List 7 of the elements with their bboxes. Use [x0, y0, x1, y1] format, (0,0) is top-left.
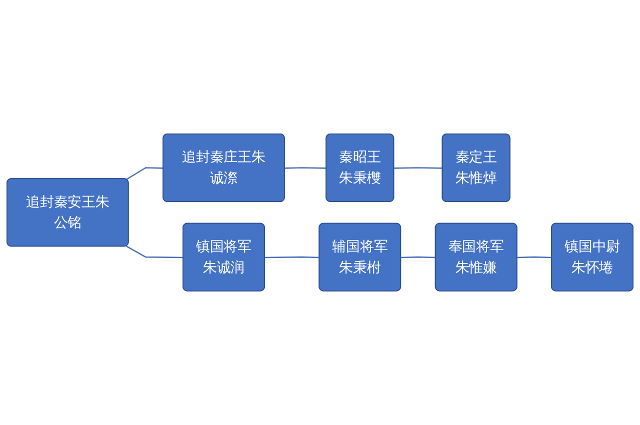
connector: [264, 256, 320, 258]
connector: [126, 167, 164, 180]
connector: [517, 256, 552, 258]
connector: [401, 256, 436, 258]
connector: [126, 246, 184, 258]
connector: [394, 167, 443, 169]
connector: [284, 167, 327, 169]
